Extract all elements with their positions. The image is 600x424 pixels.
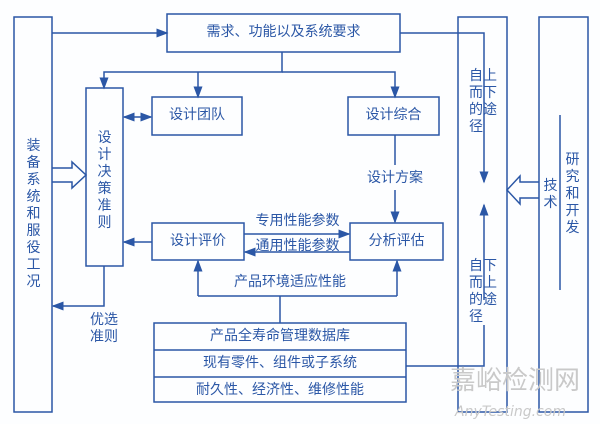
requirements-label: 需求、功能以及系统要求 [206, 24, 361, 40]
special-params-label: 专用性能参数 [255, 213, 340, 229]
edge [282, 71, 400, 99]
hollow-arrow-left [505, 174, 539, 206]
optimal-criteria-label: 优选准则 [90, 312, 118, 345]
research-label: 研究和开发 [565, 152, 580, 236]
service-conditions-box [13, 16, 53, 413]
hollow-arrow-right [52, 160, 88, 190]
general-params-label: 通用性能参数 [255, 238, 340, 254]
database-row: 耐久性、经济性、维修性能 [196, 382, 364, 398]
design-evaluation-label: 设计评价 [170, 233, 226, 249]
edge [400, 32, 489, 184]
database-row: 现有零件、组件或子系统 [203, 355, 357, 371]
design-synthesis-label: 设计综合 [365, 107, 422, 123]
approach-column [457, 16, 508, 413]
watermark-cn: 嘉峪检测网 [450, 366, 581, 396]
watermark-en: AnyTesting.com [455, 404, 566, 420]
analysis-assessment-label: 分析评估 [368, 233, 425, 249]
bottom-up-label: 自下而上的途径 [469, 258, 497, 325]
edge [51, 266, 105, 311]
design-team-label: 设计团队 [169, 107, 225, 123]
top-down-label: 自上而下的途径 [469, 68, 497, 135]
env-adaptability-label: 产品环境适应性能 [234, 274, 346, 290]
research-column [538, 16, 589, 413]
decision-criteria-label: 设计决策准则 [97, 130, 112, 231]
design-scheme-label: 设计方案 [367, 170, 423, 186]
database-row: 产品全寿命管理数据库 [210, 328, 350, 344]
service-conditions-label: 装备系统和服役工况 [26, 138, 41, 290]
edge [406, 325, 485, 367]
edge [99, 52, 283, 90]
technology-label: 技术 [543, 178, 558, 211]
